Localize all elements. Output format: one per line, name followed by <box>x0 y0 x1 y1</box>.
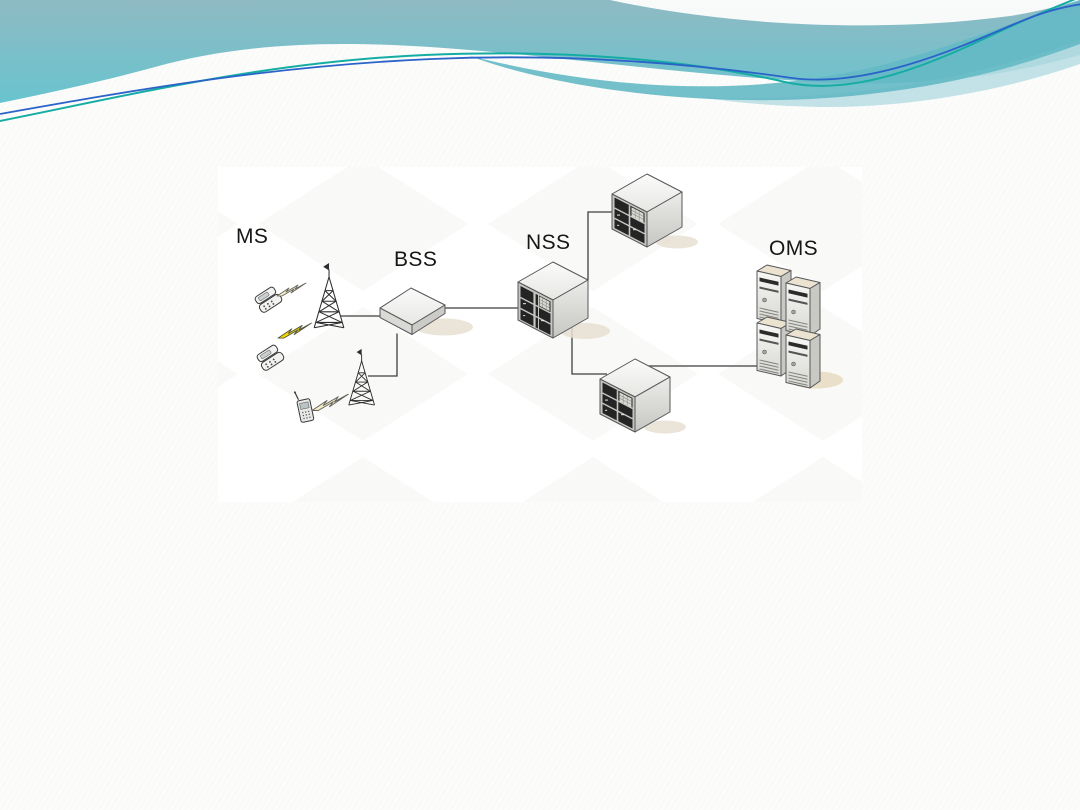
oms-server-stack-icon <box>756 264 843 389</box>
connection-line-bss-tower2 <box>368 333 398 377</box>
floor-tiles-background <box>218 167 862 502</box>
label-nss: NSS <box>526 231 571 254</box>
label-bss: BSS <box>394 248 438 271</box>
label-oms: OMS <box>769 237 819 260</box>
bss-controller-box-icon <box>379 287 473 336</box>
connection-line-nss-server-top <box>587 211 614 280</box>
connection-line-nss-server-bottom <box>571 327 607 375</box>
label-ms: MS <box>236 225 269 248</box>
wave-white-swoosh <box>610 0 1080 26</box>
header-wave-decoration <box>0 0 1080 122</box>
accent-curve-blue <box>0 3 1080 115</box>
wave-band-main <box>0 0 1080 103</box>
nss-switch-cabinet-icon <box>517 261 610 339</box>
network-diagram-image: MS BSS NSS OMS <box>218 167 862 502</box>
connection-lines <box>341 211 759 377</box>
wave-swoosh-teal <box>470 0 1080 101</box>
wave-swoosh-light <box>700 40 1080 108</box>
handheld-phone-icon <box>293 391 315 423</box>
